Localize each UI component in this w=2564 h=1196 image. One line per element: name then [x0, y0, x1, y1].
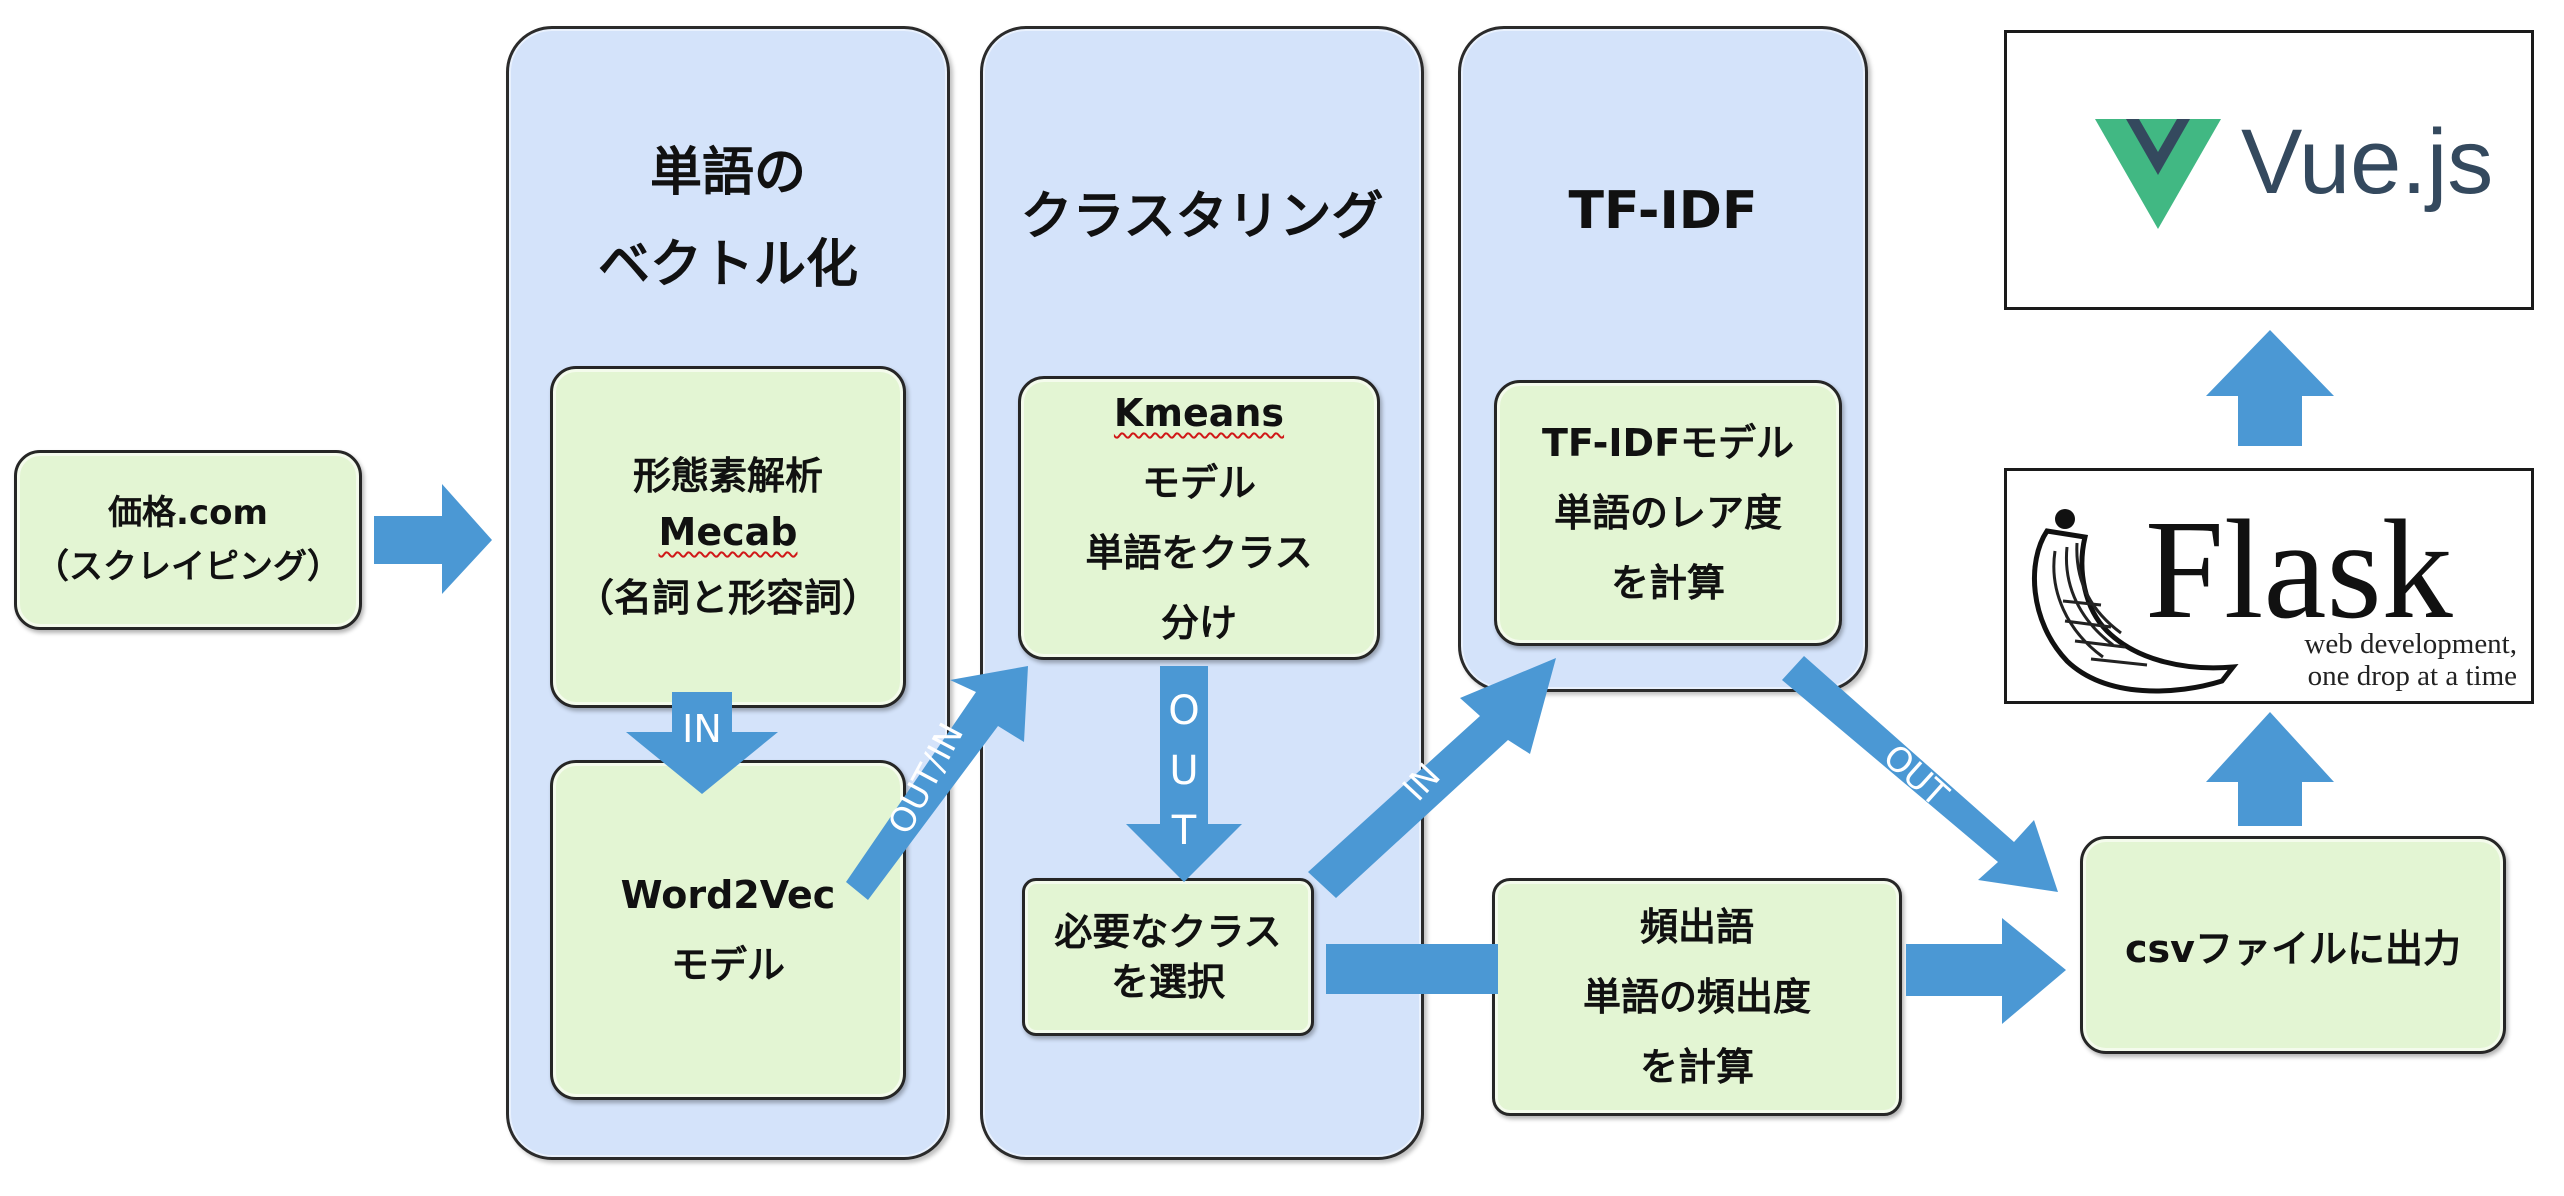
vue-logo-box: Vue.js: [2004, 30, 2534, 310]
arrow-morph-to-word2vec: [626, 692, 778, 794]
kakaku-scraping-node: 価格.com （スクレイピング）: [14, 450, 362, 630]
vue-logo-core: [2139, 119, 2177, 152]
arrow-tfidf-to-csv: [1782, 656, 2058, 892]
arrow-select-to-tfidf: [1308, 658, 1556, 898]
flask-horn-body: [2031, 528, 2239, 694]
freq-words-node: 頻出語 単語の頻出度 を計算: [1492, 878, 1902, 1116]
flask-tagline-1: web development,: [2304, 628, 2517, 660]
arrow-kmeans-to-select: [1126, 666, 1242, 882]
flask-logo-text: Flask: [2145, 490, 2453, 648]
flask-horn-icon: Flask web development, one drop at a tim…: [2031, 490, 2517, 694]
arrow-flask-to-vue: [2206, 330, 2334, 446]
panel-title-tfidf: TF-IDF: [1568, 181, 1758, 241]
panel-title-vectorize: 単語の ベクトル化: [597, 143, 858, 295]
panel-title-clustering: クラスタリング: [1020, 187, 1384, 247]
csv-output-node: csvファイルに出力: [2080, 836, 2506, 1054]
label-out-u: U: [1169, 748, 1198, 794]
flask-tagline-2: one drop at a time: [2308, 660, 2517, 692]
label-out-t: T: [1171, 808, 1197, 854]
arrow-freq-to-csv: [1906, 918, 2066, 1024]
select-class-node: 必要なクラス を選択: [1022, 878, 1314, 1036]
vue-logo-text: Vue.js: [2241, 111, 2493, 213]
arrow-csv-to-flask: [2206, 712, 2334, 826]
flask-horn-hatch: [2052, 542, 2148, 667]
arrow-word2vec-to-kmeans: [846, 666, 1028, 900]
vue-logo-icon: Vue.js: [2095, 111, 2493, 229]
flask-logo-box: Flask web development, one drop at a tim…: [2004, 468, 2534, 704]
label-out-o: O: [1168, 688, 1199, 734]
connector-select-to-freq: [1326, 944, 1498, 994]
flask-horn-cap: [2055, 509, 2075, 529]
kmeans-node: Kmeans モデル 単語をクラス 分け: [1018, 376, 1380, 660]
tfidf-model-node: TF-IDFモデル 単語のレア度 を計算: [1494, 380, 1842, 646]
morph-analysis-node: 形態素解析 Mecab （名詞と形容詞）: [550, 366, 906, 708]
arrow-kakaku-to-vectorize: [374, 484, 492, 594]
label-in: IN: [682, 707, 722, 751]
word2vec-node: Word2Vec モデル: [550, 760, 906, 1100]
